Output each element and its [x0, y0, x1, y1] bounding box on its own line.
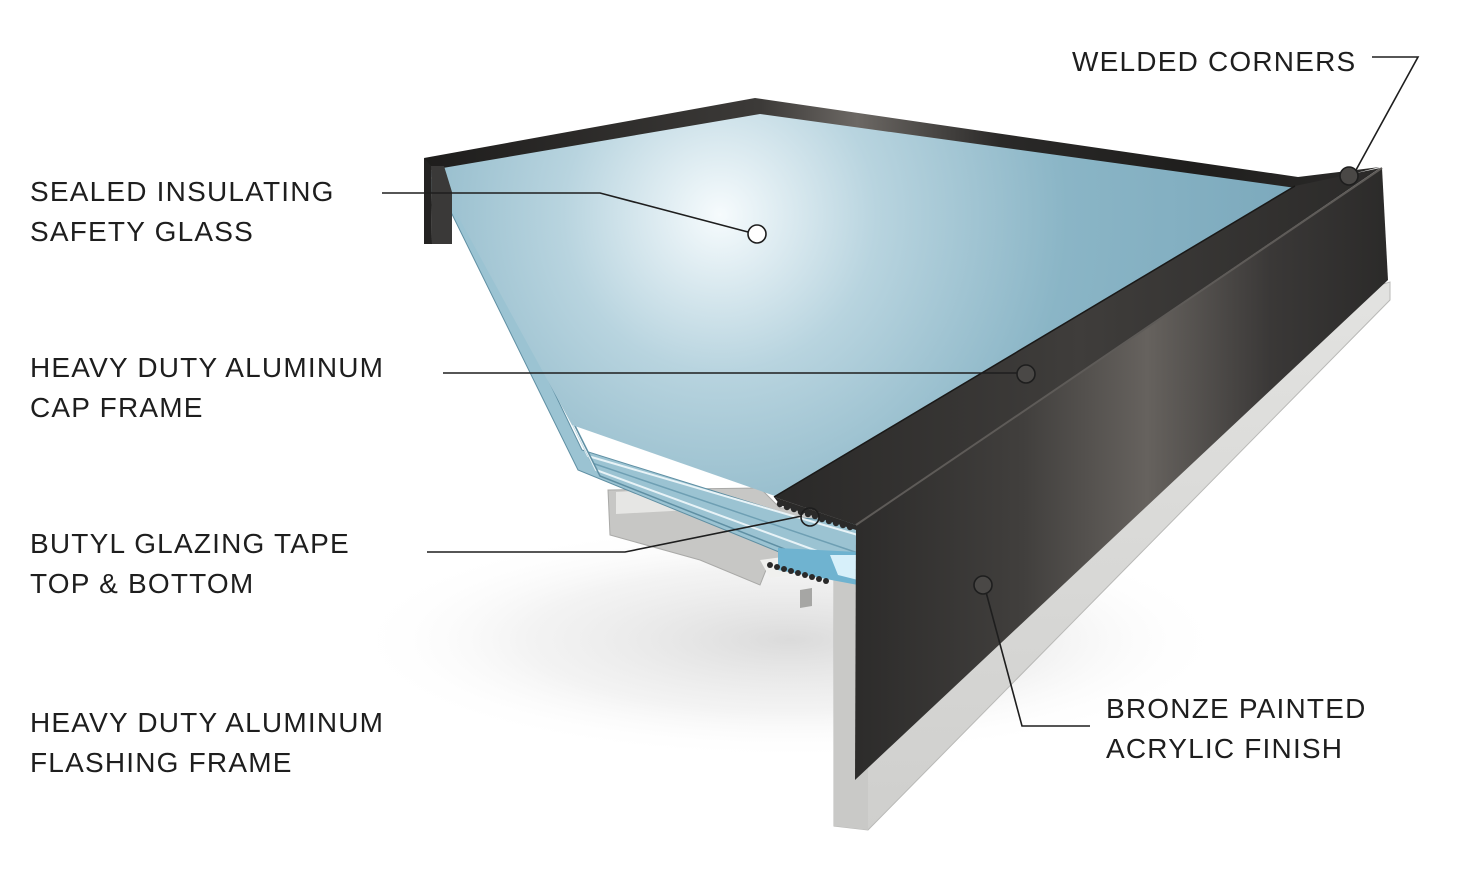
callout-markers: [747, 166, 1359, 595]
cap-frame-back-rim: [424, 98, 1380, 188]
glass-surface: [430, 112, 1295, 496]
marker-bronze: [973, 575, 993, 595]
callout-corners-line1: WELDED CORNERS: [1072, 46, 1357, 77]
callout-butyl-line2: TOP & BOTTOM: [30, 568, 255, 599]
callout-glass-line2: SAFETY GLASS: [30, 216, 254, 247]
cap-frame-top-lip: [774, 168, 1380, 525]
callout-cap-frame: HEAVY DUTY ALUMINUM CAP FRAME: [30, 348, 384, 428]
marker-cap: [1016, 364, 1036, 384]
leader-butyl: [427, 515, 803, 553]
leader-glass: [382, 192, 749, 233]
marker-corners: [1339, 166, 1359, 186]
callout-flashing-frame: HEAVY DUTY ALUMINUM FLASHING FRAME: [30, 703, 384, 783]
callout-flash-line1: HEAVY DUTY ALUMINUM: [30, 707, 385, 738]
leader-lines: [382, 56, 1420, 727]
butyl-glazing-tape: [767, 500, 854, 584]
callout-welded-corners: WELDED CORNERS: [1072, 42, 1356, 82]
callout-bronze-line1: BRONZE PAINTED: [1106, 693, 1367, 724]
marker-glass: [747, 224, 767, 244]
cap-frame-left-end: [424, 158, 432, 244]
callout-cap-line2: CAP FRAME: [30, 392, 204, 423]
callout-butyl-glazing-tape: BUTYL GLAZING TAPE TOP & BOTTOM: [30, 524, 350, 604]
callout-sealed-insulating-safety-glass: SEALED INSULATING SAFETY GLASS: [30, 172, 335, 252]
leader-corners: [1355, 56, 1420, 171]
leader-bronze: [985, 591, 1090, 727]
callout-glass-line1: SEALED INSULATING: [30, 176, 335, 207]
callout-cap-line1: HEAVY DUTY ALUMINUM: [30, 352, 385, 383]
callout-butyl-line1: BUTYL GLAZING TAPE: [30, 528, 350, 559]
callout-bronze-painted-acrylic-finish: BRONZE PAINTED ACRYLIC FINISH: [1106, 689, 1367, 769]
marker-butyl: [800, 507, 820, 527]
callout-flash-line2: FLASHING FRAME: [30, 747, 293, 778]
cap-frame-front-face: [855, 168, 1388, 780]
callout-bronze-line2: ACRYLIC FINISH: [1106, 733, 1344, 764]
